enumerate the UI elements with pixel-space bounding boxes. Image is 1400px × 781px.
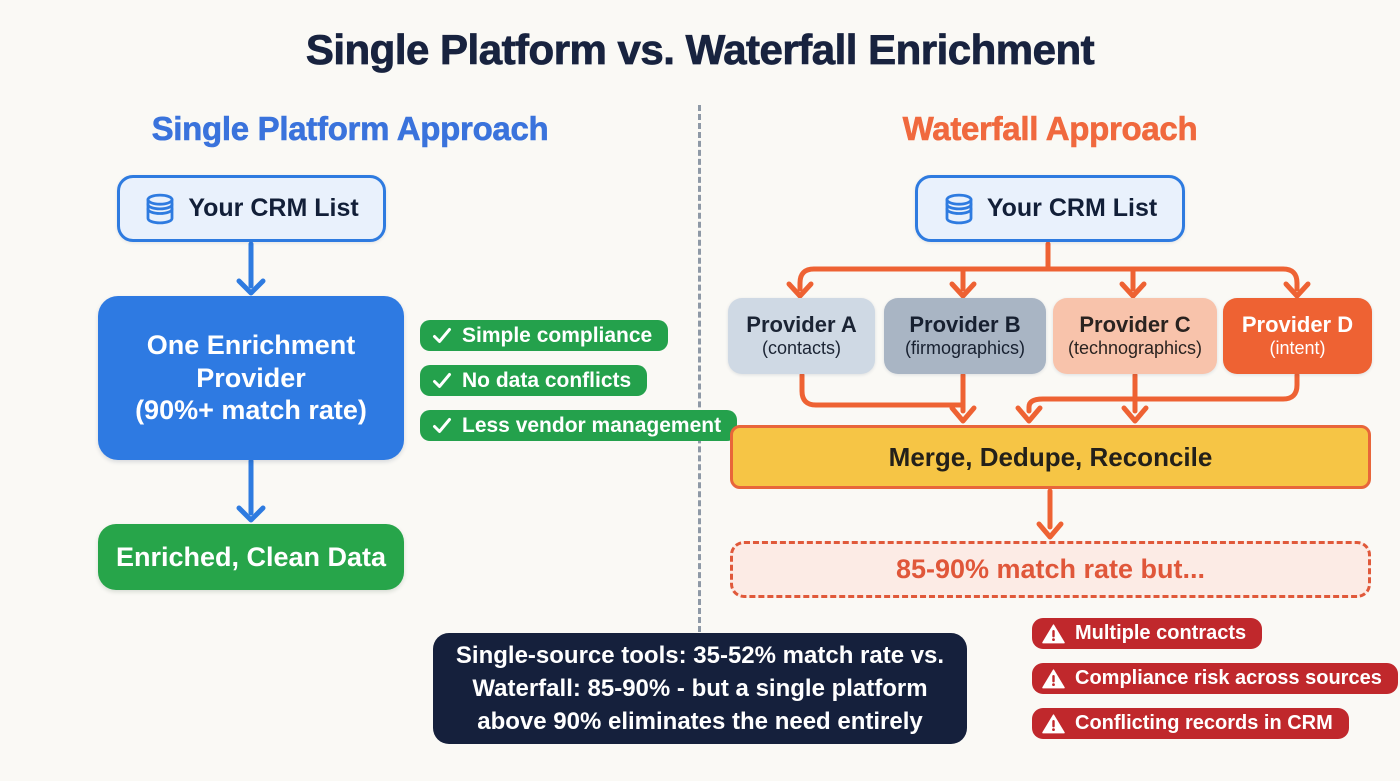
risk-badge: Compliance risk across sources (1032, 663, 1398, 694)
check-icon (432, 372, 452, 389)
page-title: Single Platform vs. Waterfall Enrichment (305, 26, 1095, 74)
benefit-badge: Less vendor management (420, 410, 738, 441)
warning-icon (1042, 668, 1065, 689)
benefit-label: Less vendor management (462, 413, 722, 437)
provider-b-box: Provider B (firmographics) (884, 298, 1046, 374)
provider-type: (technographics) (1067, 338, 1203, 359)
risk-badge: Conflicting records in CRM (1032, 708, 1349, 739)
warning-icon (1042, 623, 1065, 644)
provider-name: Provider D (1241, 312, 1354, 337)
benefit-badge: Simple compliance (420, 320, 669, 351)
check-icon (432, 327, 452, 344)
risk-label: Compliance risk across sources (1075, 667, 1382, 689)
risk-badge: Multiple contracts (1032, 618, 1263, 649)
provider-name: Provider C (1079, 312, 1191, 337)
column-divider (698, 105, 701, 632)
provider-type: (intent) (1269, 338, 1326, 359)
converge-d (1026, 372, 1300, 414)
one-provider-line2: (90%+ match rate) (135, 395, 367, 426)
comparison-footnote: Single-source tools: 35-52% match rate v… (433, 633, 967, 744)
right-crm-box: Your CRM List (915, 175, 1185, 242)
provider-name: Provider B (909, 312, 1021, 337)
provider-d-box: Provider D (intent) (1223, 298, 1372, 374)
single-platform-heading: Single Platform Approach (151, 110, 549, 148)
provider-a-box: Provider A (contacts) (728, 298, 875, 374)
provider-name: Provider A (746, 312, 857, 337)
waterfall-heading: Waterfall Approach (902, 110, 1198, 148)
orange-branch-arrows (786, 241, 1311, 540)
risk-label: Multiple contracts (1075, 622, 1247, 644)
left-crm-box: Your CRM List (117, 175, 386, 242)
merge-dedupe-box: Merge, Dedupe, Reconcile (730, 425, 1371, 489)
match-rate-box: 85-90% match rate but... (730, 541, 1371, 598)
one-provider-line1: One Enrichment Provider (146, 329, 356, 393)
enriched-data-box: Enriched, Clean Data (98, 524, 404, 590)
footnote-text: Single-source tools: 35-52% match rate v… (455, 641, 945, 736)
check-icon (432, 417, 452, 434)
benefit-badge: No data conflicts (420, 365, 648, 396)
warning-icon (1042, 713, 1065, 734)
database-icon (943, 193, 975, 225)
provider-type: (contacts) (761, 338, 842, 359)
benefit-label: Simple compliance (462, 323, 653, 347)
risk-label: Conflicting records in CRM (1075, 712, 1333, 734)
converge-a (799, 372, 966, 408)
provider-c-box: Provider C (technographics) (1053, 298, 1217, 374)
one-enrichment-provider-box: One Enrichment Provider (90%+ match rate… (98, 296, 404, 460)
database-icon (144, 193, 176, 225)
crm-box-label: Your CRM List (188, 194, 359, 222)
provider-type: (firmographics) (904, 338, 1026, 359)
crm-box-label: Your CRM List (986, 194, 1158, 222)
benefit-label: No data conflicts (462, 368, 632, 392)
